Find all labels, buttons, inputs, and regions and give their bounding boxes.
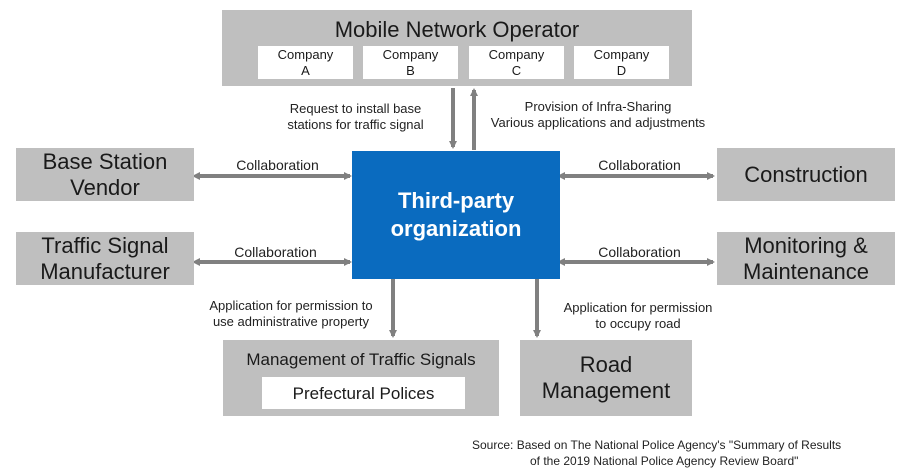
company-b-letter: B: [406, 62, 415, 78]
admin-permission-line2: use administrative property: [212, 314, 370, 329]
center-line1: Third-party: [397, 188, 515, 213]
road-permission-label: Application for permission to occupy roa…: [548, 300, 728, 332]
company-d-label: Company: [593, 46, 650, 62]
collab-label-signal: Collaboration: [234, 244, 317, 260]
provision-label-line1: Provision of Infra-Sharing: [524, 99, 672, 114]
construction-box: Construction: [717, 148, 895, 201]
operator-title: Mobile Network Operator: [334, 17, 580, 42]
road-permission-line1: Application for permission: [563, 300, 713, 315]
center-line2: organization: [390, 216, 522, 241]
collab-label-monitoring: Collaboration: [598, 244, 681, 260]
company-c-box: Company C: [469, 46, 564, 79]
monitoring-line2: Maintenance: [743, 258, 869, 284]
source-note: Source: Based on The National Police Age…: [472, 437, 841, 469]
company-b-box: Company B: [363, 46, 458, 79]
provision-label: Provision of Infra-Sharing Various appli…: [478, 99, 718, 131]
traffic-signal-manufacturer-box: Traffic Signal Manufacturer: [16, 232, 194, 285]
collab-label-construction: Collaboration: [598, 157, 681, 173]
company-a-box: Company A: [258, 46, 353, 79]
company-b-label: Company: [382, 46, 439, 62]
company-a-label: Company: [277, 46, 334, 62]
vendor-line2: Vendor: [70, 174, 140, 200]
collab-label-vendor: Collaboration: [236, 157, 319, 173]
monitoring-maintenance-box: Monitoring & Maintenance: [717, 232, 895, 285]
company-d-letter: D: [616, 62, 627, 78]
request-label: Request to install base stations for tra…: [268, 101, 443, 133]
signal-mfr-line1: Traffic Signal: [41, 232, 169, 258]
provision-label-line2: Various applications and adjustments: [490, 115, 706, 130]
source-line2: of the 2019 National Police Agency Revie…: [530, 454, 799, 468]
company-a-letter: A: [301, 62, 310, 78]
vendor-line1: Base Station: [42, 148, 168, 174]
prefectural-polices-label: Prefectural Polices: [292, 383, 435, 403]
admin-permission-line1: Application for permission to: [209, 298, 373, 313]
company-c-letter: C: [511, 62, 522, 78]
request-label-line2: stations for traffic signal: [287, 117, 424, 132]
road-line1: Road: [579, 352, 633, 377]
admin-permission-label: Application for permission to use admini…: [196, 298, 386, 330]
request-label-line1: Request to install base: [289, 101, 422, 116]
road-management-box: Road Management: [520, 340, 692, 416]
monitoring-line1: Monitoring &: [744, 232, 868, 258]
third-party-organization-box: Third-party organization: [352, 151, 560, 279]
base-station-vendor-box: Base Station Vendor: [16, 148, 194, 201]
company-d-box: Company D: [574, 46, 669, 79]
signal-mfr-line2: Manufacturer: [40, 258, 170, 284]
source-line1: Source: Based on The National Police Age…: [472, 438, 842, 452]
traffic-management-title: Management of Traffic Signals: [246, 350, 476, 369]
road-line2: Management: [541, 378, 671, 403]
construction-label: Construction: [744, 161, 868, 187]
prefectural-polices-box: Prefectural Polices: [262, 377, 465, 409]
company-c-label: Company: [488, 46, 545, 62]
road-permission-line2: to occupy road: [595, 316, 681, 331]
